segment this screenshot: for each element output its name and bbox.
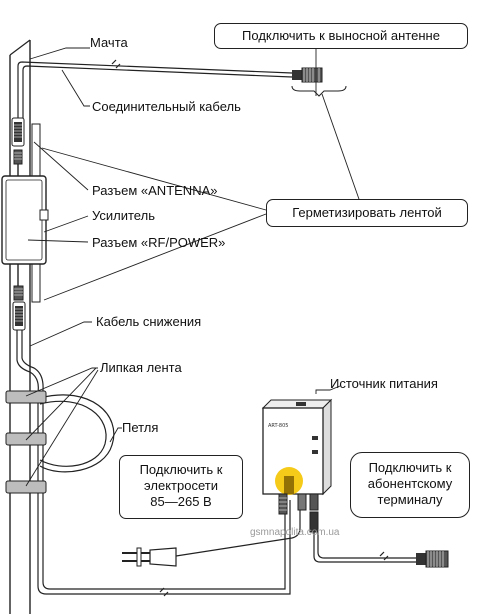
device-model-label: ART-805	[268, 423, 288, 429]
mains-plug	[122, 547, 177, 567]
label-rf-power-connector: Разъем «RF/POWER»	[92, 235, 226, 250]
callout-external-antenna-text: Подключить к выносной антенне	[242, 28, 440, 43]
antenna-callout-brace	[291, 85, 347, 97]
label-loop: Петля	[122, 420, 159, 435]
callout-mains-line-3: 85—265 В	[150, 494, 212, 509]
drop-cable	[16, 330, 291, 597]
mains-cable	[175, 510, 301, 557]
label-mast: Мачта	[90, 35, 128, 50]
callout-subscriber-terminal: Подключить к абонентскому терминалу	[350, 452, 470, 518]
callout-terminal-line-2: абонентскому	[367, 476, 453, 491]
label-antenna-connector: Разъем «ANTENNA»	[92, 183, 218, 198]
callout-seal-with-tape: Герметизировать лентой	[266, 199, 468, 227]
callout-mains: Подключить к электросети 85—265 В	[119, 455, 243, 519]
callout-terminal-line-3: терминалу	[377, 492, 443, 507]
power-supply-unit: ART-805	[261, 398, 333, 496]
cable-loop	[39, 394, 115, 473]
antenna-cable-connector	[292, 67, 323, 83]
label-drop-cable: Кабель снижения	[96, 314, 202, 329]
callout-terminal-line-1: Подключить к	[368, 460, 452, 475]
callout-mains-line-2: электросети	[144, 478, 218, 493]
power-supply-connectors	[278, 493, 319, 533]
amplifier-unit	[1, 164, 49, 265]
callout-seal-with-tape-text: Герметизировать лентой	[292, 205, 442, 220]
mast	[9, 39, 31, 614]
leader-lines	[25, 38, 361, 487]
watermark-text: gsmnapolita.com.ua	[250, 527, 340, 538]
lower-connector-group	[12, 264, 26, 331]
tape-bands	[5, 390, 47, 494]
label-amplifier: Усилитель	[92, 208, 155, 223]
label-tape: Липкая лента	[100, 360, 182, 375]
callout-external-antenna: Подключить к выносной антенне	[214, 23, 468, 49]
connecting-cable	[17, 59, 293, 140]
terminal-connector	[416, 550, 449, 568]
label-power-supply: Источник питания	[330, 376, 438, 391]
callout-mains-line-1: Подключить к	[139, 462, 223, 477]
label-connecting-cable: Соединительный кабель	[92, 99, 241, 114]
terminal-cable	[313, 532, 416, 563]
